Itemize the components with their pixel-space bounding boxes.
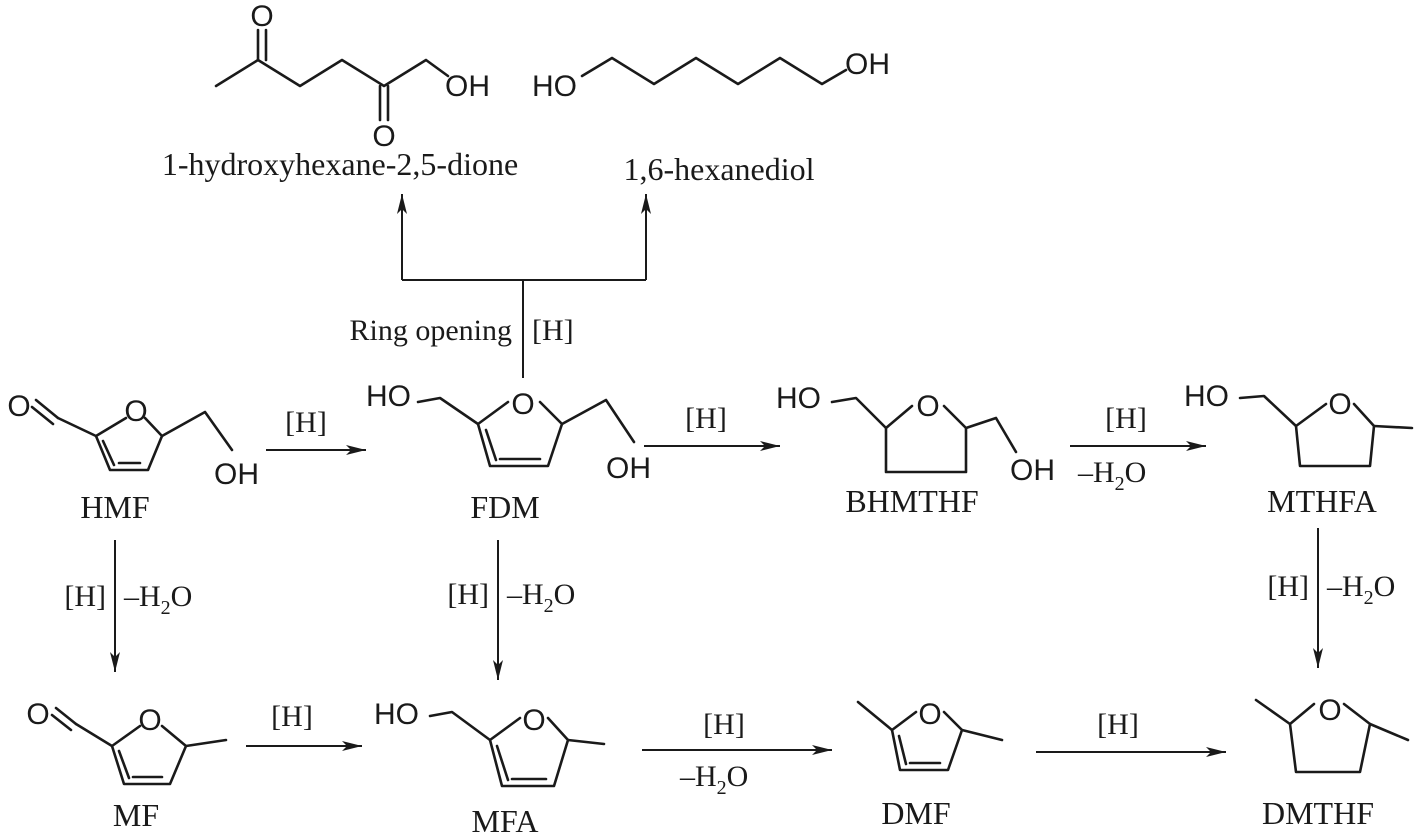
atom-oh-bhmthf: OH: [1010, 454, 1055, 487]
atom-oh-hexanediol: OH: [845, 48, 890, 81]
atom-o-mfa-ring: O: [522, 704, 545, 737]
condition-hmf-fdm: [H]: [285, 406, 327, 439]
atom-o-bhmthf-ring: O: [916, 390, 939, 423]
label-mfa: MFA: [472, 803, 539, 837]
condition-ring-opening: Ring opening: [350, 314, 513, 347]
atom-o-mf-ring: O: [138, 704, 161, 737]
atom-o-ketone-2: O: [372, 120, 395, 153]
atom-o-dmf-ring: O: [918, 698, 941, 731]
atom-ho-mfa: HO: [374, 698, 419, 731]
label-mf: MF: [113, 797, 159, 833]
structure-dmf: [856, 700, 1004, 772]
label-mthfa: MTHFA: [1267, 483, 1377, 519]
ring-opening-arrows: [397, 194, 651, 378]
structure-mf: [50, 706, 228, 786]
label-bhmthf: BHMTHF: [845, 483, 978, 519]
structure-bhmthf: [830, 396, 1018, 474]
atom-o-dmthf-ring: O: [1318, 694, 1341, 727]
structure-mfa: [428, 710, 606, 788]
condition-mthfa-dmthf-h: [H]: [1267, 570, 1309, 603]
label-dmf: DMF: [881, 795, 950, 831]
water-prefix: –H: [123, 580, 161, 613]
condition-hmf-mf-water: –H2O: [123, 580, 192, 619]
label-fdm: FDM: [470, 489, 539, 525]
atom-oh-fdm: OH: [606, 452, 651, 485]
label-dmthf: DMTHF: [1262, 795, 1374, 831]
structure-hexanediol: [580, 56, 848, 86]
atom-o-ketone-1: O: [250, 0, 273, 33]
atom-ho-hexanediol: HO: [532, 70, 577, 103]
condition-ring-opening-h: [H]: [532, 314, 574, 347]
water-subscript: 2: [161, 597, 171, 619]
atom-ho-fdm: HO: [366, 380, 411, 413]
water-suffix: O: [554, 578, 576, 611]
condition-mfa-dmf-water: –H2O: [679, 760, 748, 799]
atom-ho-mthfa: HO: [1184, 380, 1229, 413]
water-subscript: 2: [717, 777, 727, 799]
condition-mthfa-dmthf-water: –H2O: [1326, 570, 1395, 609]
structure-mthfa: [1238, 394, 1414, 468]
label-hmf: HMF: [80, 489, 149, 525]
water-prefix: –H: [506, 578, 544, 611]
water-suffix: O: [1374, 570, 1396, 603]
condition-mfa-dmf-h: [H]: [703, 708, 745, 741]
water-suffix: O: [727, 760, 749, 793]
structure-hmf: [30, 398, 234, 472]
condition-hmf-mf-h: [H]: [64, 580, 106, 613]
atom-o-mthfa-ring: O: [1328, 388, 1351, 421]
atom-ho-bhmthf: HO: [776, 382, 821, 415]
atom-oh-hydroxyhexanedione: OH: [445, 70, 490, 103]
water-prefix: –H: [1077, 456, 1115, 489]
structure-hydroxyhexanedione: [214, 28, 450, 122]
water-subscript: 2: [1115, 473, 1125, 495]
condition-bhmthf-mthfa-h: [H]: [1105, 402, 1147, 435]
condition-fdm-bhmthf: [H]: [685, 402, 727, 435]
condition-fdm-mfa-water: –H2O: [506, 578, 575, 617]
water-prefix: –H: [1326, 570, 1364, 603]
label-hexanediol: 1,6-hexanediol: [623, 151, 814, 187]
water-suffix: O: [171, 580, 193, 613]
atom-o-hmf-ring: O: [124, 395, 147, 428]
atom-o-fdm-ring: O: [511, 388, 534, 421]
condition-mf-mfa: [H]: [271, 700, 313, 733]
label-hydroxyhexanedione: 1-hydroxyhexane-2,5-dione: [162, 146, 518, 182]
atom-o-hmf-aldehyde: O: [7, 390, 30, 423]
condition-fdm-mfa-h: [H]: [447, 578, 489, 611]
water-prefix: –H: [679, 760, 717, 793]
structure-dmthf: [1254, 698, 1410, 774]
condition-bhmthf-mthfa-water: –H2O: [1077, 456, 1146, 495]
structure-fdm: [416, 396, 636, 468]
atom-oh-hmf: OH: [214, 458, 259, 491]
water-suffix: O: [1125, 456, 1147, 489]
condition-dmf-dmthf: [H]: [1097, 708, 1139, 741]
atom-o-mf-aldehyde: O: [26, 698, 49, 731]
water-subscript: 2: [1364, 587, 1374, 609]
water-subscript: 2: [544, 595, 554, 617]
